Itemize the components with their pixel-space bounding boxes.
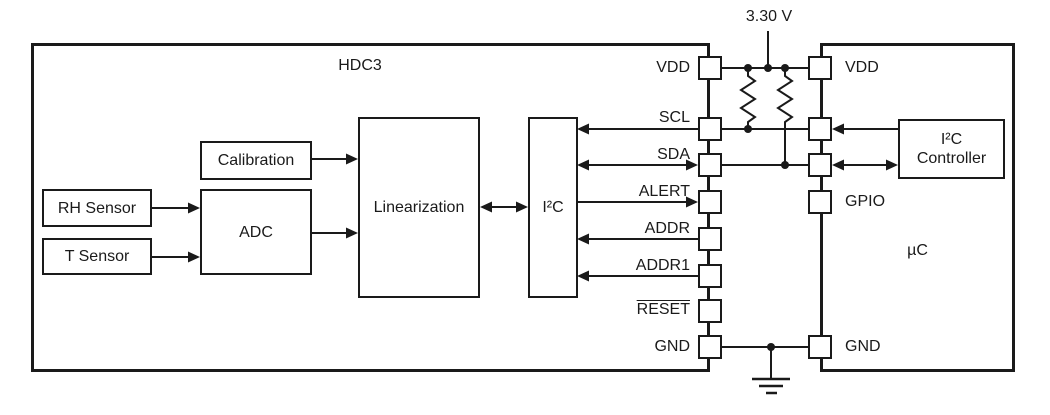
junction-dot <box>764 64 772 72</box>
arrow-right-icon <box>188 202 200 214</box>
hdc3-pin-addr1 <box>698 264 722 288</box>
adc-block: ADC <box>200 189 312 275</box>
hdc3-pin-label-gnd: GND <box>654 338 690 355</box>
hdc3-pin-label-alert: ALERT <box>638 183 690 200</box>
arrow-right-icon <box>686 196 698 208</box>
mcu-pin-label-gpio: GPIO <box>845 193 886 210</box>
junction-dot <box>781 64 789 72</box>
pullup-resistor-sda-icon <box>776 68 794 165</box>
i2c-block: I²C <box>528 117 578 298</box>
arrow-right-icon <box>346 153 358 165</box>
t-sensor-label: T Sensor <box>64 248 130 265</box>
i2c-controller-block: I²C Controller <box>898 119 1005 179</box>
calibration-label: Calibration <box>217 152 295 169</box>
arrowheads <box>188 123 898 282</box>
hdc3-pin-label-addr1: ADDR1 <box>635 257 690 274</box>
mcu-pin-sda <box>808 153 832 177</box>
hdc3-pin-addr <box>698 227 722 251</box>
hdc3-pin-sda <box>698 153 722 177</box>
hdc3-pin-vdd <box>698 56 722 80</box>
arrow-right-icon <box>346 227 358 239</box>
arrow-right-icon <box>516 201 528 213</box>
linearization-label: Linearization <box>373 199 465 216</box>
mcu-pin-scl <box>808 117 832 141</box>
arrow-left-icon <box>577 159 589 171</box>
mcu-chip-outline <box>820 43 1015 372</box>
hdc3-pin-label-sda: SDA <box>657 146 690 163</box>
rh-sensor-block: RH Sensor <box>42 189 152 227</box>
hdc3-pin-gnd <box>698 335 722 359</box>
arrow-right-icon <box>188 251 200 263</box>
supply-voltage-label: 3.30 V <box>745 8 793 25</box>
i2c-controller-label-line1: I²C <box>940 131 963 148</box>
hdc3-pin-label-reset: RESET <box>636 301 690 318</box>
hdc3-pin-alert <box>698 190 722 214</box>
ground-symbol-icon <box>752 377 790 395</box>
hdc3-pin-label-addr: ADDR <box>644 220 690 237</box>
arrow-left-icon <box>832 159 844 171</box>
arrow-right-icon <box>686 159 698 171</box>
hdc3-title: HDC3 <box>338 57 382 74</box>
linearization-block: Linearization <box>358 117 480 298</box>
junction-dot <box>767 343 775 351</box>
arrow-left-icon <box>480 201 492 213</box>
adc-label: ADC <box>239 223 273 241</box>
junction-dot <box>744 64 752 72</box>
junction-dot <box>744 125 752 133</box>
arrow-left-icon <box>577 123 589 135</box>
junction-dots <box>744 64 789 351</box>
hdc3-pin-label-scl: SCL <box>658 109 690 126</box>
junction-dot <box>781 161 789 169</box>
arrow-left-icon <box>577 270 589 282</box>
calibration-block: Calibration <box>200 141 312 180</box>
mcu-title: µC <box>907 242 928 259</box>
mcu-pin-vdd <box>808 56 832 80</box>
arrow-right-icon <box>886 159 898 171</box>
hdc3-pin-label-vdd: VDD <box>656 59 690 76</box>
mcu-pin-label-vdd: VDD <box>845 59 879 76</box>
i2c-block-label: I²C <box>542 199 564 216</box>
t-sensor-block: T Sensor <box>42 238 152 275</box>
mcu-pin-gnd <box>808 335 832 359</box>
rh-sensor-label: RH Sensor <box>57 199 137 217</box>
hdc3-pin-reset <box>698 299 722 323</box>
arrow-left-icon <box>832 123 844 135</box>
pullup-resistor-scl-icon <box>739 68 757 129</box>
i2c-controller-label-line2: Controller <box>916 150 987 167</box>
mcu-pin-gpio <box>808 190 832 214</box>
mcu-pin-label-gnd: GND <box>845 338 881 355</box>
hdc3-pin-scl <box>698 117 722 141</box>
arrow-left-icon <box>577 233 589 245</box>
